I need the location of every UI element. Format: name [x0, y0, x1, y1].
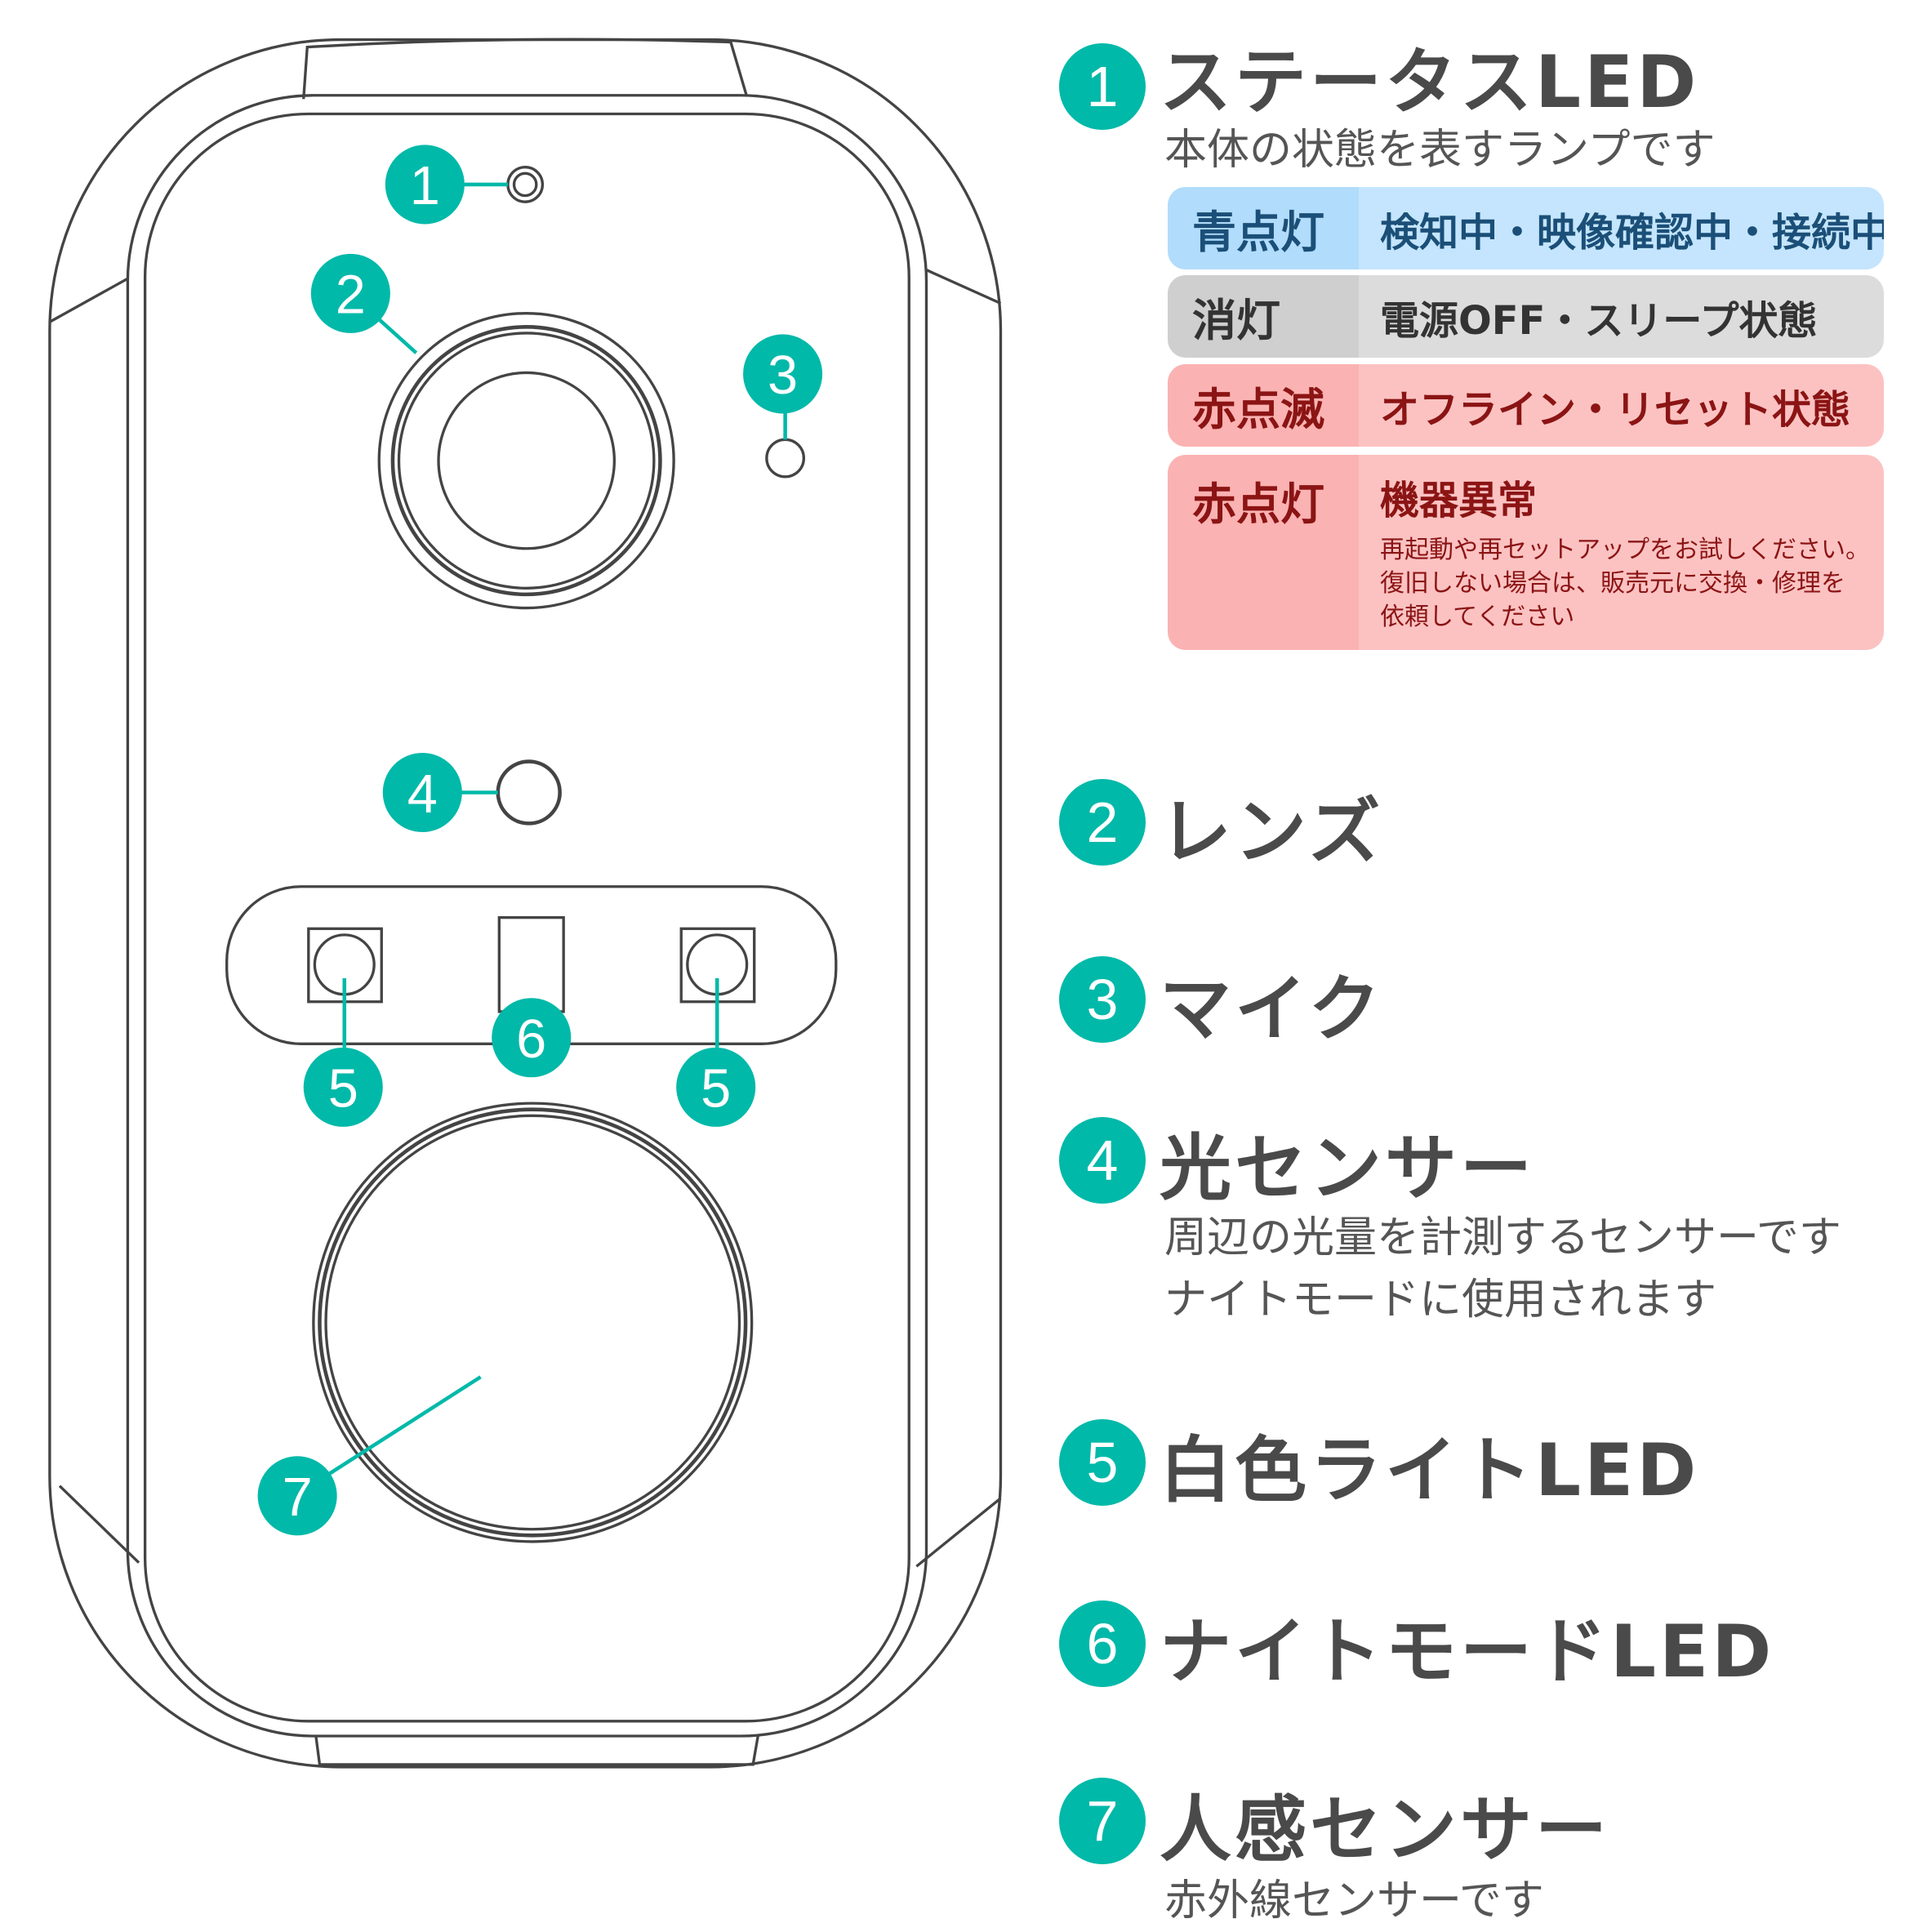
- status-meaning: 機器異常: [1380, 478, 1538, 523]
- bottom-tab: [314, 1735, 759, 1766]
- camera-face-outer: [126, 94, 928, 1738]
- legend-title-lens: レンズ: [1160, 790, 1384, 874]
- status-meaning: 電源OFF・スリープ状態: [1359, 275, 1884, 358]
- legend-title-status-led: ステータスLED: [1160, 40, 1700, 124]
- status-row-blue: 青点灯 検知中・映像確認中・接続中: [1168, 187, 1884, 269]
- callout-6: 6: [492, 998, 572, 1078]
- microphone: [765, 438, 806, 479]
- callout-1: 1: [385, 145, 465, 225]
- legend-title-light-sensor: 光センサー: [1160, 1126, 1536, 1210]
- svg-text:4: 4: [407, 764, 438, 825]
- note-line: 復旧しない場合は、販売元に交換・修理を: [1380, 569, 1845, 598]
- callout-4: 4: [382, 752, 462, 833]
- legend-badge-6: 6: [1059, 1600, 1146, 1687]
- callout-3: 3: [743, 334, 823, 414]
- camera-face-inner: [143, 112, 910, 1723]
- legend-badge-5: 5: [1059, 1419, 1146, 1506]
- night-mode-led: [497, 915, 565, 1013]
- legend-title-night-led: ナイトモードLED: [1160, 1609, 1775, 1694]
- svg-text:7: 7: [283, 1467, 313, 1528]
- status-note: 再起動や再セットアップをお試しください。 復旧しない場合は、販売元に交換・修理を…: [1380, 533, 1884, 634]
- callout-7: 7: [257, 1456, 337, 1536]
- legend-badge-2: 2: [1059, 779, 1146, 866]
- status-state: 赤点滅: [1168, 364, 1359, 447]
- status-row-off: 消灯 電源OFF・スリープ状態: [1168, 275, 1884, 358]
- status-row-red-solid: 赤点灯 機器異常 再起動や再セットアップをお試しください。 復旧しない場合は、販…: [1168, 455, 1884, 650]
- status-state: 青点灯: [1168, 187, 1359, 269]
- lens: [377, 311, 675, 610]
- legend-title-white-led: 白色ライトLED: [1160, 1428, 1700, 1512]
- svg-text:5: 5: [701, 1059, 731, 1120]
- legend-title-mic: マイク: [1160, 967, 1384, 1051]
- status-state: 赤点灯: [1168, 455, 1359, 650]
- legend-badge-1: 1: [1059, 43, 1146, 130]
- note-line: 依頼してください: [1380, 603, 1575, 631]
- motion-sensor: [312, 1102, 754, 1543]
- legend-desc-motion-sensor: 赤外線センサーです: [1164, 1876, 1544, 1925]
- note-line: 再起動や再セットアップをお試しください。: [1380, 536, 1870, 564]
- legend-badge-7: 7: [1059, 1778, 1146, 1864]
- svg-text:2: 2: [336, 265, 366, 326]
- legend-desc-light-sensor-2: ナイトモードに使用されます: [1164, 1275, 1717, 1324]
- status-row-red-blink: 赤点滅 オフライン・リセット状態: [1168, 364, 1884, 447]
- legend-desc-light-sensor-1: 周辺の光量を計測するセンサーです: [1164, 1213, 1841, 1262]
- callout-5-right: 5: [676, 1047, 756, 1127]
- svg-text:6: 6: [516, 1009, 546, 1070]
- callout-5-left: 5: [303, 1047, 383, 1127]
- svg-text:3: 3: [768, 345, 798, 406]
- status-meaning: 検知中・映像確認中・接続中: [1359, 187, 1884, 269]
- light-sensor: [496, 759, 562, 826]
- camera-body: [48, 38, 1003, 1769]
- legend-badge-3: 3: [1059, 956, 1146, 1043]
- legend-title-motion-sensor: 人感センサー: [1160, 1787, 1611, 1872]
- leader-lines: [324, 182, 787, 1478]
- svg-text:5: 5: [328, 1059, 358, 1120]
- callout-2: 2: [310, 253, 390, 333]
- status-state: 消灯: [1168, 275, 1359, 358]
- legend-desc-status-led: 本体の状態を表すランプです: [1164, 126, 1716, 175]
- top-tab: [302, 38, 749, 100]
- status-meaning-block: 機器異常 再起動や再セットアップをお試しください。 復旧しない場合は、販売元に交…: [1359, 455, 1884, 650]
- status-meaning: オフライン・リセット状態: [1359, 364, 1884, 447]
- svg-text:1: 1: [410, 156, 440, 216]
- status-led: [506, 166, 545, 203]
- legend-badge-4: 4: [1059, 1117, 1146, 1204]
